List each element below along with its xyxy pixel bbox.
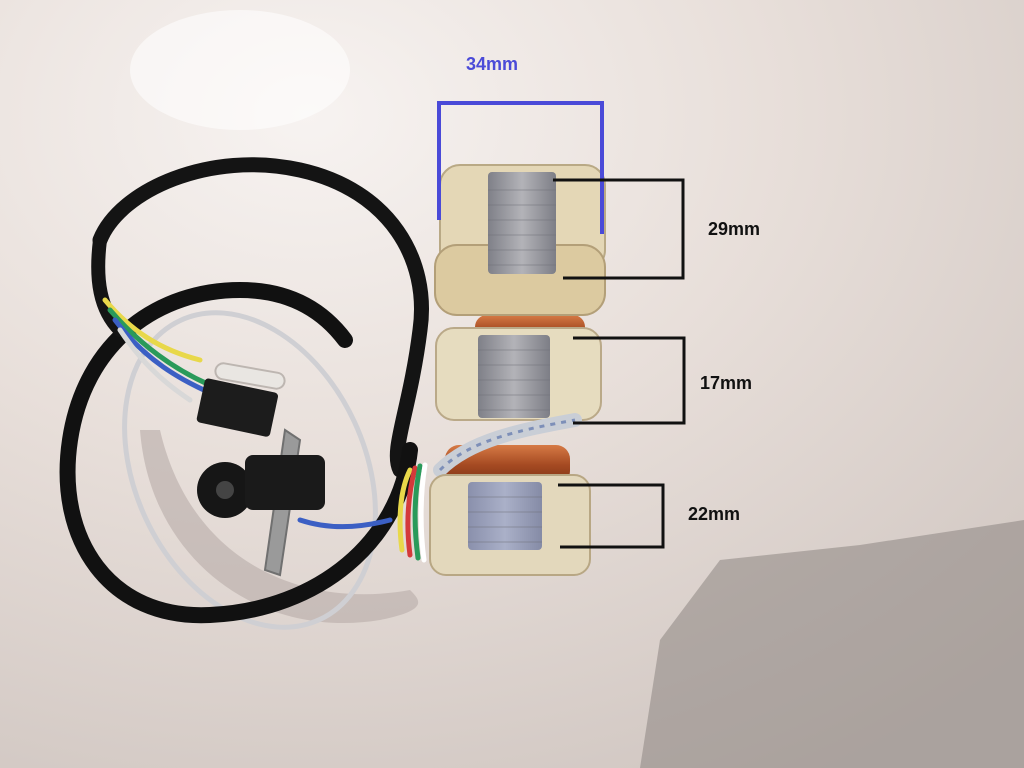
bottom-coil-height-label: 22mm [688,504,741,524]
height-bracket-22mm [558,483,665,549]
bullet-connector [214,362,286,390]
lamination-bottom [468,482,542,550]
shadow-bottom-right [640,520,1024,768]
pickup-sensor-hole [216,481,234,499]
shadow-under-loop [140,430,419,624]
height-bracket-29mm [553,178,685,280]
height-bracket-17mm [573,336,686,425]
stator-coil-stack [429,164,606,576]
black-cable-front-loop [59,281,418,624]
wire-connector [196,378,278,437]
pickup-body [245,455,325,510]
top-coil-height-label: 29mm [708,219,761,239]
lamination-middle [478,335,550,418]
cable-sleeve-stripes [438,418,576,472]
grey-wire-loop [122,310,378,630]
black-cable-inner [91,233,127,337]
width-label: 34mm [466,54,519,74]
black-cable-large-loop [92,157,429,478]
lamination-top [488,172,556,274]
light-glare [130,10,350,130]
width-bracket-34mm [437,101,604,234]
middle-coil-height-label: 17mm [700,373,753,393]
lamination-lines [468,189,556,543]
